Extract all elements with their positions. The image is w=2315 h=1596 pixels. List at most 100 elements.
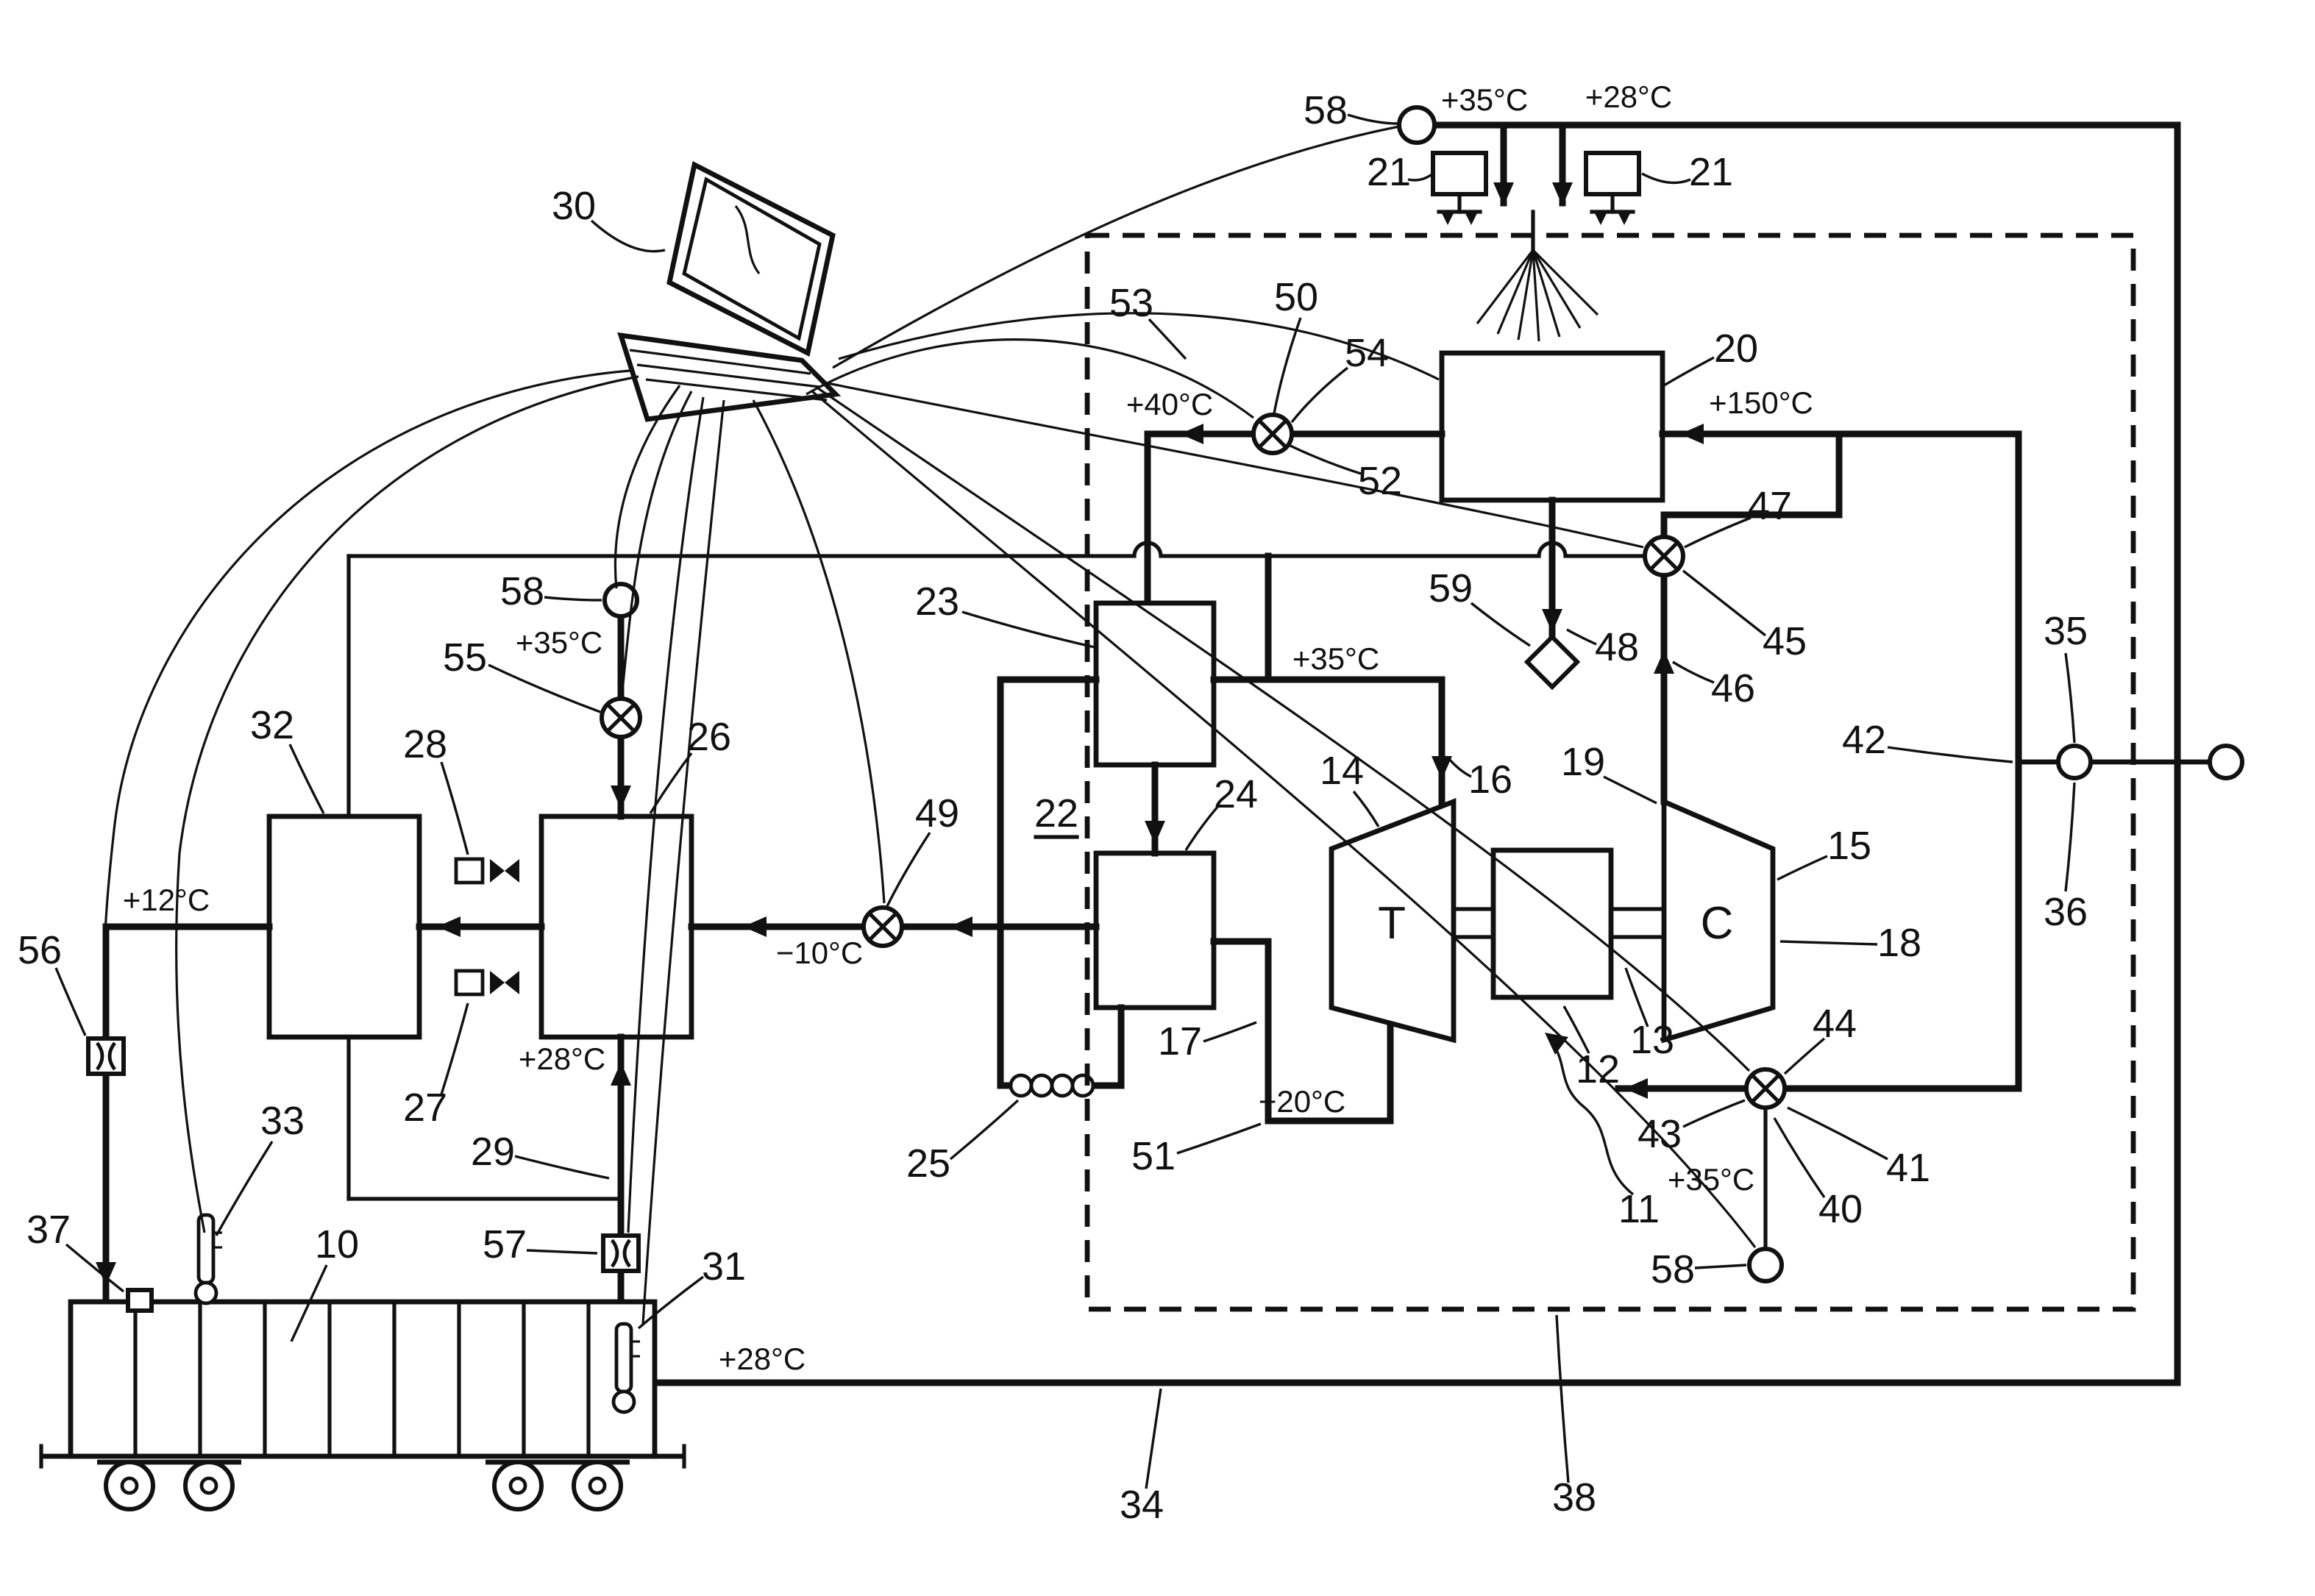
leader-34: [1146, 1389, 1161, 1489]
leader-17: [1203, 1022, 1256, 1041]
turbine-letter: T: [1378, 898, 1406, 949]
ref-label-45: 45: [1763, 619, 1807, 663]
ref-label-52: 52: [1358, 459, 1402, 503]
ref-label-19: 19: [1561, 740, 1605, 784]
temp-label-plus28-bottom: +28°C: [719, 1342, 806, 1376]
left-arrow-icon: [949, 916, 972, 937]
ref-label-44: 44: [1813, 1002, 1857, 1046]
left-arrow-icon: [437, 916, 460, 937]
leader-54: [1292, 368, 1348, 422]
ref-label-17: 17: [1158, 1019, 1202, 1064]
spray-icon: [1477, 212, 1598, 341]
outer-air-loop: [655, 107, 2177, 1383]
ref-label-23: 23: [915, 580, 959, 624]
inlet-port-37-icon: [128, 1290, 152, 1311]
leader-58-bottom: [1695, 1265, 1746, 1268]
leader-57: [527, 1250, 597, 1253]
up-arrow-icon: [1654, 650, 1674, 674]
cold-box-26: [541, 816, 691, 1037]
leader-32: [290, 744, 324, 813]
leader-33: [216, 1141, 272, 1236]
ref-label-36: 36: [2044, 890, 2088, 934]
ref-label-49: 49: [915, 791, 959, 836]
restrictor-57-icon: [603, 1236, 639, 1271]
ref-label-21-right: 21: [1689, 150, 1733, 194]
leader-37: [66, 1244, 124, 1292]
compressor-letter: C: [1701, 898, 1734, 949]
ref-label-24: 24: [1214, 772, 1258, 816]
leader-25: [950, 1100, 1018, 1159]
leader-58-top: [1348, 115, 1398, 124]
temp-label-plus28-top: +28°C: [1585, 79, 1672, 114]
ref-label-53: 53: [1109, 281, 1153, 325]
ref-label-37: 37: [26, 1208, 71, 1252]
leader-14: [1354, 791, 1379, 827]
temp-label-plus150: +150°C: [1709, 385, 1813, 420]
ref-label-41: 41: [1886, 1146, 1930, 1190]
ref-label-29: 29: [471, 1130, 515, 1174]
ref-label-58-top: 58: [1304, 88, 1348, 132]
leader-42: [1888, 747, 2013, 762]
ref-label-47: 47: [1748, 484, 1792, 528]
ref-label-15: 15: [1827, 824, 1871, 868]
ref-label-59: 59: [1429, 566, 1473, 610]
ref-label-32: 32: [250, 703, 294, 747]
sensor-58-top-icon: [1399, 107, 1434, 143]
leader-18: [1780, 941, 1877, 944]
ref-label-50: 50: [1274, 275, 1318, 319]
fan-units-21: [1433, 153, 1639, 341]
leader-23: [962, 612, 1095, 647]
drain-diamond-59-icon: [1527, 637, 1577, 687]
ref-label-25: 25: [906, 1141, 950, 1186]
down-arrow-icon: [1542, 609, 1562, 633]
down-arrow-icon: [1493, 182, 1514, 206]
temp-label-minus20: −20°C: [1259, 1084, 1345, 1119]
ref-label-13: 13: [1630, 1018, 1674, 1062]
box-32: [269, 816, 419, 1037]
temp-label-plus35-mid: +35°C: [516, 625, 602, 660]
leader-49: [887, 833, 930, 906]
leader-58-mid: [544, 597, 602, 600]
exchanger-box-24: [1096, 853, 1214, 1008]
ref-label-56: 56: [18, 928, 62, 972]
port-valve-35-icon: [2058, 746, 2091, 778]
fan-21-left-icon: [1433, 153, 1486, 194]
service-port-35-36: [2019, 746, 2242, 778]
temp-label-plus35-inj: +35°C: [1668, 1162, 1754, 1197]
ref-label-31: 31: [702, 1244, 746, 1289]
ref-label-27: 27: [403, 1086, 447, 1130]
ref-label-26: 26: [687, 715, 731, 759]
ref-label-40: 40: [1818, 1187, 1863, 1231]
wheel-bogie-right: [486, 1462, 630, 1509]
ref-label-14: 14: [1320, 749, 1364, 793]
valve-55-icon: [602, 699, 640, 737]
leader-28: [441, 762, 468, 855]
thermometer-33-icon: [196, 1215, 222, 1303]
leader-27: [441, 1003, 468, 1094]
rail-wagon-10: [41, 1215, 684, 1509]
leader-41: [1788, 1108, 1888, 1159]
fan-21-right-icon: [1586, 153, 1639, 194]
leader-46: [1673, 662, 1714, 683]
ref-label-48: 48: [1595, 625, 1639, 669]
left-arrow-icon: [1180, 424, 1203, 444]
leader-20: [1664, 357, 1714, 385]
leader-36: [2066, 783, 2074, 891]
ref-label-38: 38: [1552, 1475, 1596, 1520]
ref-label-28: 28: [403, 722, 447, 766]
left-arrow-icon: [1680, 424, 1704, 444]
down-arrow-icon: [1145, 821, 1165, 844]
down-arrow-icon: [611, 785, 631, 809]
leader-50: [1274, 318, 1301, 413]
leader-47: [1685, 518, 1751, 547]
temp-label-minus10: −10°C: [776, 936, 863, 970]
laptop-30: [621, 165, 836, 419]
ref-label-58-bottom: 58: [1651, 1247, 1695, 1292]
valve-49-icon: [864, 908, 902, 946]
ref-label-16: 16: [1468, 758, 1512, 802]
up-left-arrow-icon: [1545, 1033, 1568, 1055]
temp-label-plus40: +40°C: [1126, 387, 1213, 421]
fan-27-icon: [456, 971, 519, 994]
leader-48: [1567, 630, 1596, 644]
leader-59: [1471, 603, 1530, 646]
